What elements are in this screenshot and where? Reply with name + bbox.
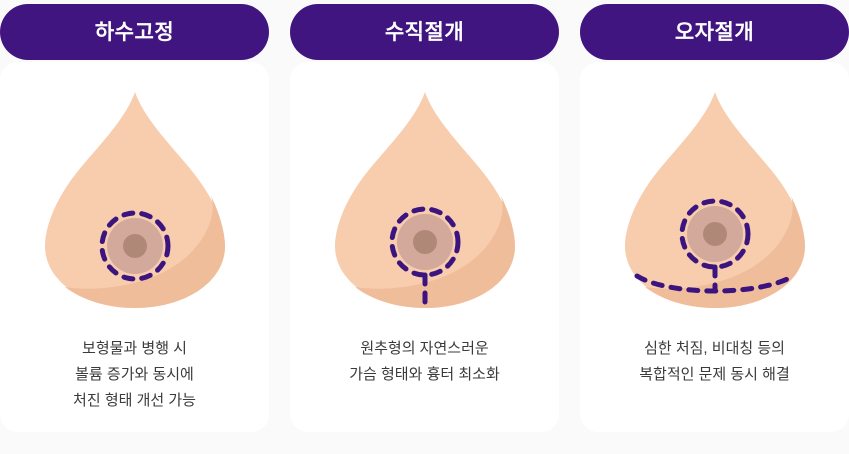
- breast-shape: [44, 92, 225, 308]
- anchor-incision-diagram: [580, 78, 849, 318]
- card-caption: 원추형의 자연스러운 가슴 형태와 흉터 최소화: [290, 336, 559, 388]
- caption-line: 가슴 형태와 흉터 최소화: [349, 366, 500, 383]
- caption-line: 복합적인 문제 동시 해결: [639, 366, 790, 383]
- card-header-pill[interactable]: 수직절개: [290, 4, 559, 60]
- incision-horizontal-line: [634, 273, 795, 294]
- card-header-pill[interactable]: 오자절개: [580, 4, 849, 60]
- card-caption: 심한 처짐, 비대칭 등의 복합적인 문제 동시 해결: [580, 336, 849, 388]
- caption-line: 원추형의 자연스러운: [360, 340, 489, 357]
- breast-shading: [64, 196, 225, 308]
- card-header-pill[interactable]: 하수고정: [0, 4, 269, 60]
- periareolar-incision-diagram: [0, 78, 269, 318]
- nipple: [702, 222, 727, 246]
- card-header-label: 하수고정: [94, 20, 175, 44]
- caption-line: 볼륨 증가와 동시에: [75, 366, 194, 383]
- breast-illustration-svg: [624, 92, 805, 308]
- technique-card-ojajeolgae: 오자절개 심한 처짐, 비대칭 등의 복합적인 문제 동시 해결: [580, 0, 849, 454]
- incision-circle-line: [679, 198, 750, 270]
- nipple: [122, 234, 147, 258]
- technique-card-sujikjeolgae: 수직절개 원추형의 자연스러운 가슴 형태와 흉터 최소화: [290, 0, 559, 454]
- incision-circle-line: [99, 210, 170, 282]
- breast-illustration-svg: [334, 92, 515, 311]
- breast-shape: [334, 92, 515, 308]
- card-header-label: 수직절개: [384, 20, 465, 44]
- card-header-label: 오자절개: [674, 20, 755, 44]
- caption-line: 심한 처짐, 비대칭 등의: [644, 340, 785, 357]
- breast-illustration-svg: [44, 92, 225, 308]
- caption-line: 보형물과 병행 시: [82, 340, 187, 357]
- nipple: [412, 230, 437, 254]
- caption-line: 처진 형태 개선 가능: [73, 392, 196, 409]
- incision-circle-line: [389, 206, 460, 278]
- breast-shading: [644, 196, 805, 308]
- card-caption: 보형물과 병행 시 볼륨 증가와 동시에 처진 형태 개선 가능: [0, 336, 269, 414]
- technique-card-hasugojeong: 하수고정 보형물과 병행 시 볼륨 증가와 동시에 처진 형태 개선 가능: [0, 0, 269, 454]
- breast-shading: [354, 196, 515, 308]
- vertical-incision-diagram: [290, 78, 559, 318]
